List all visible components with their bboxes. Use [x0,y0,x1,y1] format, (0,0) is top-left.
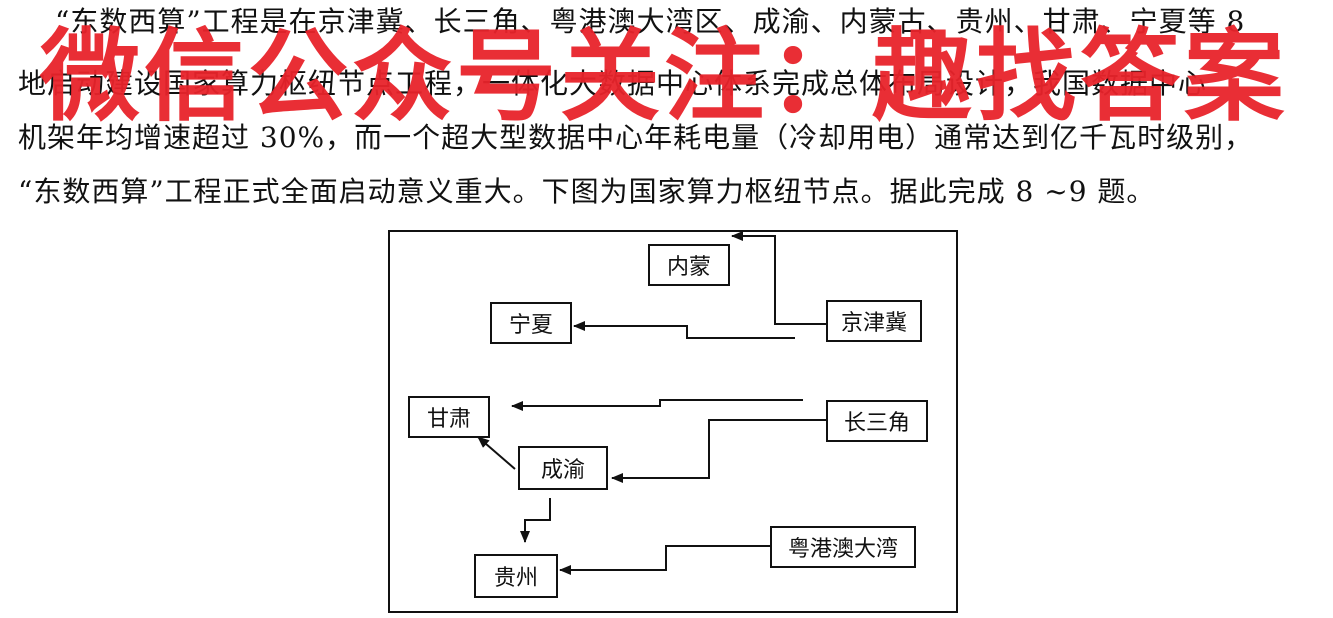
node-jingjinji: 京津冀 [826,300,922,342]
arrow-changsanjiao-to-gansu [511,399,803,411]
question-text-line-2: 地启动建设国家算力枢纽节点工程，一体化大数据中心体系完成总体布局设计，我国数据中… [18,67,1208,100]
diagram-arrows [477,232,826,575]
node-yuegangao: 粤港澳大湾 [770,526,916,568]
arrow-chengyu-to-gansu [477,436,516,470]
node-ningxia: 宁夏 [490,302,572,344]
arrow-changsanjiao-to-chengyu [611,419,826,483]
arrow-yuegangao-to-guizhou [559,545,770,575]
question-text-line-4: “东数西算”工程正式全面启动意义重大。下图为国家算力枢纽节点。据此完成 8 ~9… [18,175,1156,208]
question-text-line-1: “东数西算”工程是在京津冀、长三角、粤港澳大湾区、成渝、内蒙古、贵州、甘肃、宁夏… [55,5,1246,38]
node-changsanjiao: 长三角 [826,400,928,442]
node-neimeng: 内蒙 [648,244,730,286]
arrow-jingjinji-to-neimeng [731,232,826,325]
watermark-text: 微信公众号关注：趣找答案 [40,18,1288,135]
arrow-chengyu-to-guizhou [520,498,551,543]
computing-hub-diagram: 内蒙 宁夏 京津冀 甘肃 长三角 成渝 贵州 粤港澳大湾 [388,230,958,613]
node-gansu: 甘肃 [408,396,490,438]
node-guizhou: 贵州 [474,554,558,598]
node-chengyu: 成渝 [518,446,608,490]
question-text-line-3: 机架年均增速超过 30%，而一个超大型数据中心年耗电量（冷却用电）通常达到亿千瓦… [18,121,1254,154]
arrow-jingjinji-to-ningxia [573,321,795,339]
